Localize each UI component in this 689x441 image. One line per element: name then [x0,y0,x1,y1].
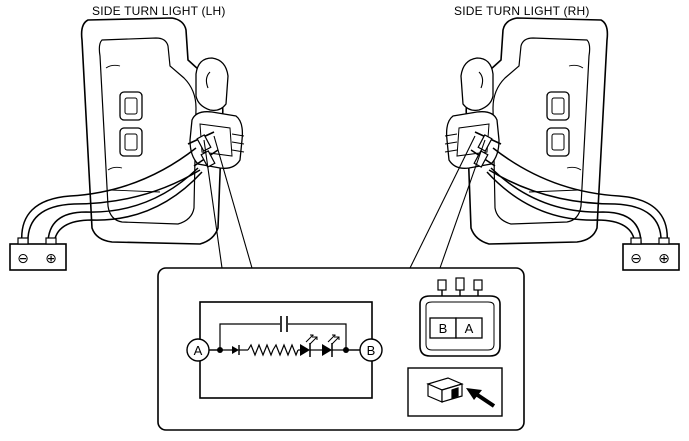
junction-dot-b [343,347,349,353]
battery-negative-label: ⊖ [630,250,642,266]
terminal-b-circle [359,338,383,362]
connector-icon [419,277,501,357]
right-battery-wires [486,147,668,245]
callout-lines [203,135,486,269]
battery-positive-label: ⊕ [45,250,57,266]
resistor-icon [247,343,300,357]
arrow-icon [466,388,496,408]
battery-negative-label: ⊖ [17,250,29,266]
left-battery-wires [21,147,203,245]
left-lamp-illustration [80,17,245,245]
connector-icon [426,377,464,403]
battery-positive-label: ⊕ [658,250,670,266]
right-lamp-illustration [444,17,609,245]
terminal-a-circle [186,338,210,362]
diode-icon [232,345,248,355]
connector-pin-a-label: A [465,321,474,336]
battery-icon [622,237,680,271]
capacitor-icon [280,316,288,332]
terminal-b-label: B [367,343,376,358]
terminal-a-label: A [194,343,203,358]
title-side-turn-light-rh: SIDE TURN LIGHT (RH) [454,4,590,18]
led-icon [322,334,342,357]
battery-icon [9,237,67,271]
connector-pin-b-label: B [439,321,448,336]
title-side-turn-light-lh: SIDE TURN LIGHT (LH) [92,4,226,18]
junction-dot-a [217,347,223,353]
led-icon [300,334,322,357]
